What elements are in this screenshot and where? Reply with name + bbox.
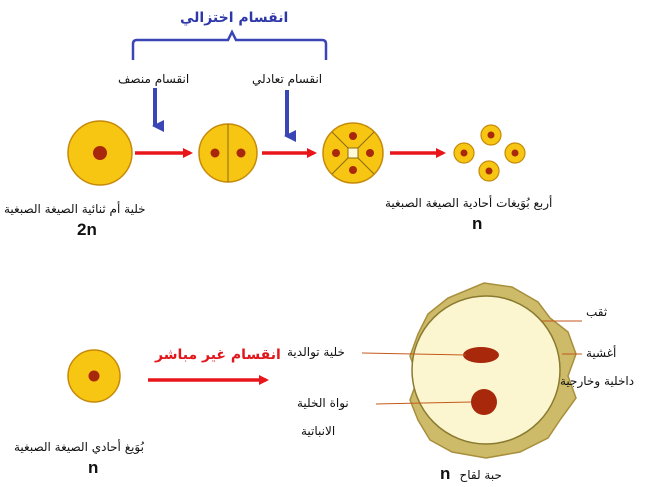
- dyad-cell: [198, 123, 258, 183]
- mother-cell-ploidy: 2n: [77, 220, 97, 239]
- mitosis-title: انقسام غير مباشر: [155, 347, 281, 363]
- leader-tube-nucleus: [375, 401, 472, 405]
- label-reduction-division: انقسام منصف: [118, 72, 190, 86]
- label-generative-cell: خلية توالدية: [287, 345, 345, 359]
- pollen-intine: [411, 295, 561, 445]
- label-tube-nucleus-2: الانباتية: [301, 424, 336, 438]
- tetrad-nucleus-right: [366, 149, 374, 157]
- tube-nucleus: [471, 389, 497, 415]
- tetrad-nucleus-left: [332, 149, 340, 157]
- meiosis-bracket: [131, 29, 328, 60]
- meiosis-title: انقسام اختزالي: [180, 10, 289, 26]
- mother-cell-nucleus: [93, 146, 107, 160]
- four-microspores: [453, 124, 526, 182]
- leader-generative: [361, 352, 467, 356]
- tetrad-cell: [322, 122, 384, 184]
- tetrad-ploidy: n: [472, 214, 483, 233]
- mother-cell: [67, 120, 133, 186]
- label-equational-division: انقسام تعادلي: [252, 72, 323, 86]
- label-walls-2: داخلية وخارجية: [560, 374, 635, 388]
- microspore-ploidy: n: [88, 458, 99, 477]
- label-pore: ثقب: [586, 305, 608, 319]
- tetrad-nucleus-bottom: [349, 166, 357, 174]
- pollen-grain: [409, 282, 577, 459]
- label-microspore: بُوَيغ أحادي الصيغة الصبغية: [14, 440, 144, 454]
- label-walls-1: أغشية: [586, 346, 617, 360]
- label-mother-cell: خلية أم ثنائية الصيغة الصبغية: [4, 202, 146, 216]
- pollen-ploidy: n: [440, 464, 451, 483]
- label-tube-nucleus-1: نواة الخلية: [297, 396, 349, 410]
- tetrad-nucleus-top: [349, 132, 357, 140]
- label-pollen-grain: n حبة لقاح: [440, 464, 502, 484]
- dyad-nucleus-right: [236, 148, 246, 158]
- microspore-cell: [67, 349, 121, 403]
- dyad-nucleus-left: [210, 148, 220, 158]
- pollen-title-word: حبة لقاح: [459, 468, 502, 482]
- label-tetrad: أربع بُوَيغات أحادية الصيغة الصبغية: [385, 196, 553, 210]
- generative-cell: [463, 347, 499, 363]
